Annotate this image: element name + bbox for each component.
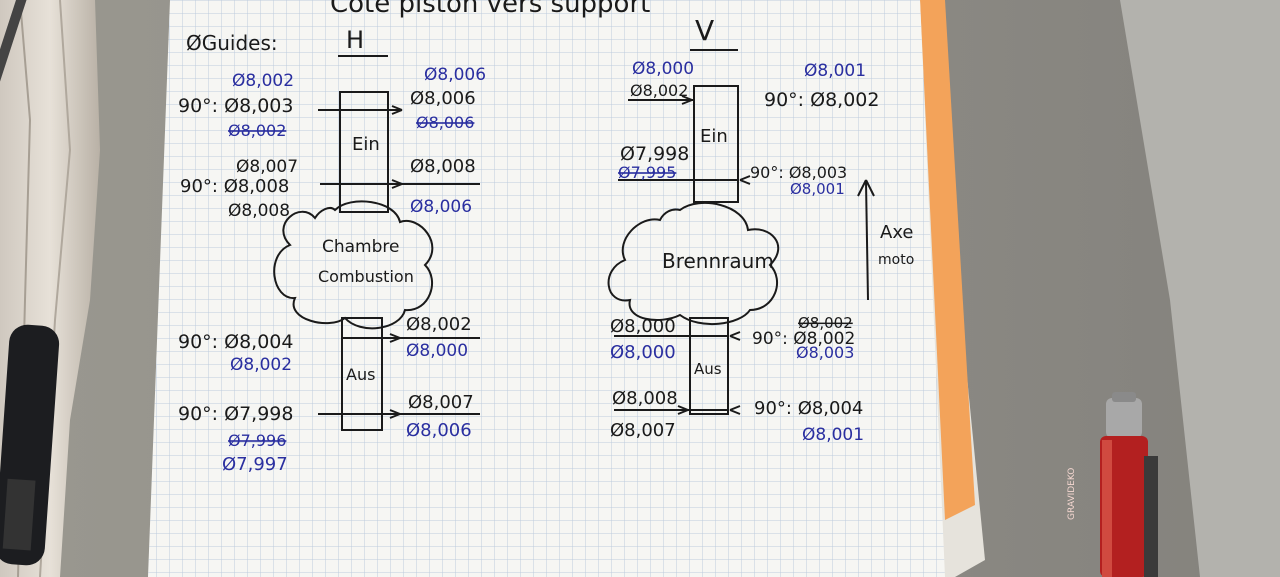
lv-0: Ø8,002 xyxy=(232,71,294,91)
left-chamber-label-2: Combustion xyxy=(318,267,414,286)
rl-1: Ø8,002 xyxy=(630,81,688,100)
metal-plate xyxy=(1120,0,1280,577)
red-pen: GRAVIDEKO xyxy=(1067,392,1158,577)
col-v-header: V xyxy=(695,14,714,47)
lr-1: Ø8,006 xyxy=(410,88,476,109)
rr-4: 90°: Ø8,002 xyxy=(752,329,855,349)
rl-4: Ø8,000 xyxy=(610,316,676,337)
rl-5: Ø8,000 xyxy=(610,342,676,363)
left-chamber-label-1: Chambre xyxy=(322,237,400,257)
left-top-block-label: Ein xyxy=(352,134,380,155)
rr-2: 90°: Ø8,003 xyxy=(750,163,847,182)
pen-brand-text: GRAVIDEKO xyxy=(1067,468,1077,520)
rr-3: Ø8,001 xyxy=(790,180,845,198)
rr-1: 90°: Ø8,002 xyxy=(764,89,879,111)
lr-7: Ø8,007 xyxy=(408,392,474,413)
rr-7: 90°: Ø8,004 xyxy=(754,398,863,419)
rr-0: Ø8,001 xyxy=(804,61,866,81)
lr-2: Ø8,006 xyxy=(416,113,474,132)
axe-label: Axe xyxy=(880,222,914,243)
black-marker xyxy=(0,324,60,566)
lv-3: Ø8,007 xyxy=(236,157,298,177)
lv-6: 90°: Ø8,004 xyxy=(178,331,293,353)
lv-10: Ø7,997 xyxy=(222,454,288,475)
left-diagram xyxy=(273,91,480,431)
rr-6: Ø8,003 xyxy=(796,343,854,362)
lv-5: Ø8,008 xyxy=(228,201,290,221)
right-chamber-label: Brennraum xyxy=(662,249,774,273)
lr-6: Ø8,000 xyxy=(406,341,468,361)
rl-7: Ø8,007 xyxy=(610,420,676,441)
rl-0: Ø8,000 xyxy=(632,59,694,79)
lr-0: Ø8,006 xyxy=(424,65,486,85)
rl-2: Ø7,998 xyxy=(620,143,689,165)
lr-5: Ø8,002 xyxy=(406,314,472,335)
rr-8: Ø8,001 xyxy=(802,425,864,445)
rl-6: Ø8,008 xyxy=(612,388,678,409)
lv-2: Ø8,002 xyxy=(228,121,286,140)
lv-4: 90°: Ø8,008 xyxy=(180,176,289,197)
right-diagram xyxy=(607,85,875,415)
lr-3: Ø8,008 xyxy=(410,156,476,177)
pencil xyxy=(0,0,27,104)
guides-label: ØGuides: xyxy=(186,31,278,55)
lr-8: Ø8,006 xyxy=(406,420,472,441)
right-bottom-block-label: Aus xyxy=(694,360,722,378)
col-h-header: H xyxy=(346,26,364,54)
page-title: Coté piston vers support xyxy=(330,0,650,19)
lv-9: Ø7,996 xyxy=(228,431,286,450)
lv-8: 90°: Ø7,998 xyxy=(178,403,293,425)
lr-4: Ø8,006 xyxy=(410,197,472,217)
lv-7: Ø8,002 xyxy=(230,355,292,375)
rl-3: Ø7,995 xyxy=(618,163,676,182)
rr-5: Ø8,002 xyxy=(798,314,853,332)
moto-label: moto xyxy=(878,252,914,268)
lv-1: 90°: Ø8,003 xyxy=(178,95,293,117)
right-top-block-label: Ein xyxy=(700,126,728,147)
left-bottom-block-label: Aus xyxy=(346,365,375,384)
